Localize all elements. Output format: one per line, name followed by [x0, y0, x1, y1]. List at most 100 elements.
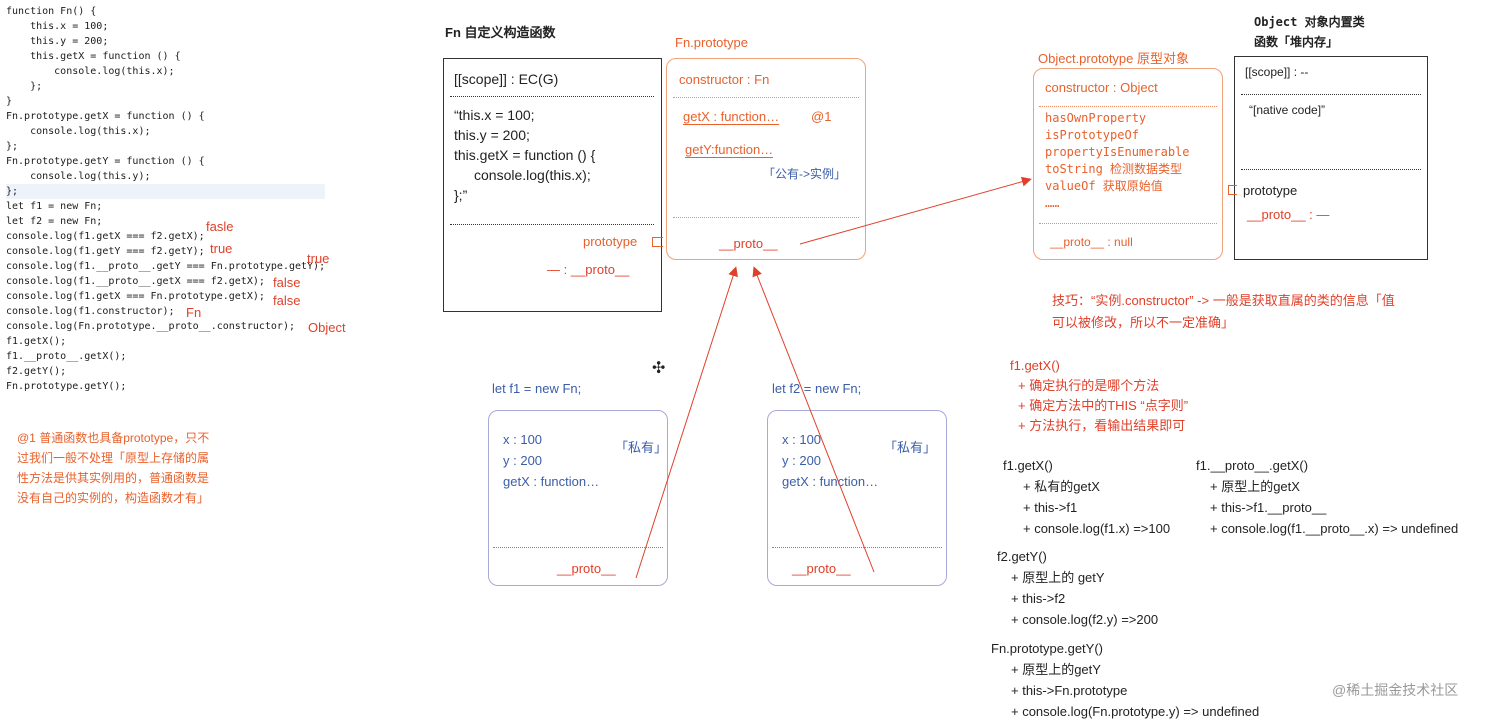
prop: y : 200	[782, 453, 822, 468]
note-line: 过我们一般不处理「原型上存储的属	[17, 451, 210, 465]
fn-body-line: console.log(this.x);	[474, 167, 591, 183]
code-line: console.log(this.x);	[6, 66, 175, 77]
object-class-scope: [[scope]] : --	[1245, 65, 1309, 79]
method: valueOf 获取原始值	[1045, 179, 1163, 193]
crosshair-cursor-icon: ✣	[652, 360, 666, 377]
watermark: @稀土掘金技术社区	[1332, 682, 1459, 698]
f1-label: let f1 = new Fn;	[492, 381, 582, 396]
divider	[1039, 106, 1217, 107]
link-icon	[1228, 185, 1237, 195]
answer-1: fasle	[206, 219, 234, 234]
step-line: + 方法执行，看输出结果即可	[1018, 418, 1186, 433]
object-class-prototype: prototype	[1243, 183, 1298, 198]
code-line: }	[6, 96, 13, 107]
code-line: console.log(f1.constructor);	[6, 306, 175, 317]
fn-prototype-getx: getX : function…	[683, 109, 780, 125]
fn-body-line: “this.x = 100;	[454, 107, 535, 123]
divider	[1241, 169, 1421, 170]
f1-proto: __proto__	[557, 561, 616, 576]
title-line: 函数「堆内存」	[1254, 35, 1339, 49]
call-line: + 私有的getX	[1023, 479, 1100, 494]
note-line: @1 普通函数也具备prototype，只不	[17, 431, 210, 445]
code-line: let f1 = new Fn;	[6, 201, 103, 212]
code-line: let f2 = new Fn;	[6, 216, 103, 227]
fn-prototype-label: prototype	[583, 234, 638, 249]
fn-prototype-proto: __proto__	[719, 236, 778, 251]
fn-box-title: Fn 自定义构造函数	[445, 25, 556, 40]
object-class-proto: __proto__ : —	[1247, 207, 1330, 222]
fn-prototype-box: constructor : Fn getX : function… @1 get…	[666, 58, 866, 260]
note-line: 没有自己的实例的，构造函数才有」	[17, 491, 210, 505]
code-line: f1.getX();	[6, 336, 67, 347]
code-line: };	[6, 184, 326, 199]
code-line: console.log(this.x);	[6, 126, 151, 137]
divider	[673, 217, 859, 218]
object-prototype-proto: __proto__ : null	[1050, 235, 1133, 249]
call-title: f1.__proto__.getX()	[1196, 458, 1309, 473]
code-line: f2.getY();	[6, 366, 67, 377]
code-line: this.y = 200;	[6, 36, 109, 47]
fn-body-line: };”	[454, 187, 468, 203]
f2-proto: __proto__	[792, 561, 851, 576]
step-line: + 确定执行的是哪个方法	[1018, 378, 1160, 393]
fn-prototype-public: 「公有->实例」	[763, 167, 847, 181]
object-prototype-title: Object.prototype 原型对象	[1038, 51, 1189, 66]
call-f1-proto-getx: f1.__proto__.getX() + 原型上的getX + this->f…	[1196, 455, 1458, 539]
object-prototype-methods: hasOwnProperty isPrototypeOf propertyIsE…	[1045, 110, 1190, 212]
code-line: Fn.prototype.getY();	[6, 381, 127, 392]
code-line: function Fn() {	[6, 6, 97, 17]
code-line: };	[6, 141, 19, 152]
fn-heap-box: [[scope]] : EC(G) “this.x = 100; this.y …	[443, 58, 662, 312]
fn-proto-label: — : __proto__	[547, 262, 630, 277]
steps-block: f1.getX() + 确定执行的是哪个方法 + 确定方法中的THIS “点字则…	[1010, 356, 1188, 436]
code-line: console.log(this.y);	[6, 171, 151, 182]
code-line: console.log(f1.getY === f2.getY);	[6, 246, 205, 257]
steps-title: f1.getX()	[1010, 358, 1060, 373]
object-prototype-constructor: constructor : Object	[1045, 80, 1158, 95]
fn-prototype-getx-note: @1	[811, 109, 832, 124]
answer-2: true	[210, 241, 233, 256]
object-class-native: “[native code]”	[1249, 103, 1326, 117]
f2-props: x : 100 y : 200 getX : function…	[782, 429, 878, 492]
fn-prototype-title: Fn.prototype	[675, 35, 748, 50]
answer-7: Object	[308, 320, 346, 335]
code-line: console.log(f1.__proto__.getY === Fn.pro…	[6, 261, 326, 272]
divider	[772, 547, 942, 548]
f1-props: x : 100 y : 200 getX : function…	[503, 429, 599, 492]
code-line: console.log(f1.getX === f2.getX);	[6, 231, 205, 242]
code-line: Fn.prototype.getY = function () {	[6, 156, 205, 167]
call-line: + 原型上的 getY	[1011, 570, 1105, 585]
note-line: 性方法是供其实例用的，普通函数是	[17, 471, 210, 485]
code-line: console.log(f1.__proto__.getX === f2.get…	[6, 276, 265, 287]
answer-5: false	[273, 293, 301, 308]
call-line: + console.log(Fn.prototype.y) => undefin…	[1011, 704, 1260, 719]
f2-private: 「私有」	[884, 440, 937, 455]
code-line: console.log(Fn.prototype.__proto__.const…	[6, 321, 295, 332]
prop: x : 100	[782, 432, 822, 447]
fn-prototype-gety: getY:function…	[685, 142, 774, 158]
fn-body-line: this.getX = function () {	[454, 147, 596, 163]
call-line: + this->f1.__proto__	[1210, 500, 1327, 515]
tip-line: 可以被修改，所以不一定准确」	[1052, 315, 1235, 330]
method: propertyIsEnumerable	[1045, 145, 1190, 159]
method: hasOwnProperty	[1045, 111, 1147, 125]
call-line: + this->f2	[1011, 591, 1066, 606]
answer-3: true	[307, 251, 330, 266]
tip-line: 技巧：“实例.constructor” -> 一般是获取直属的类的信息「值	[1052, 293, 1395, 308]
call-f1-getx: f1.getX() + 私有的getX + this->f1 + console…	[1003, 455, 1170, 539]
code-line: Fn.prototype.getX = function () {	[6, 111, 205, 122]
call-line: + 原型上的getX	[1210, 479, 1300, 494]
divider	[450, 224, 654, 225]
answer-6: Fn	[186, 305, 202, 320]
prop: y : 200	[503, 453, 543, 468]
f1-instance-box: x : 100 y : 200 getX : function… 「私有」 __…	[488, 410, 668, 586]
call-title: f2.getY()	[997, 549, 1047, 564]
divider	[1039, 223, 1217, 224]
method: toString 检测数据类型	[1045, 162, 1183, 176]
code-panel: function Fn() { this.x = 100; this.y = 2…	[6, 4, 326, 394]
call-line: + console.log(f1.x) =>100	[1023, 521, 1171, 536]
prop: x : 100	[503, 432, 543, 447]
divider	[1241, 94, 1421, 95]
fn-scope: [[scope]] : EC(G)	[454, 71, 559, 87]
call-line: + console.log(f1.__proto__.x) => undefin…	[1210, 521, 1459, 536]
